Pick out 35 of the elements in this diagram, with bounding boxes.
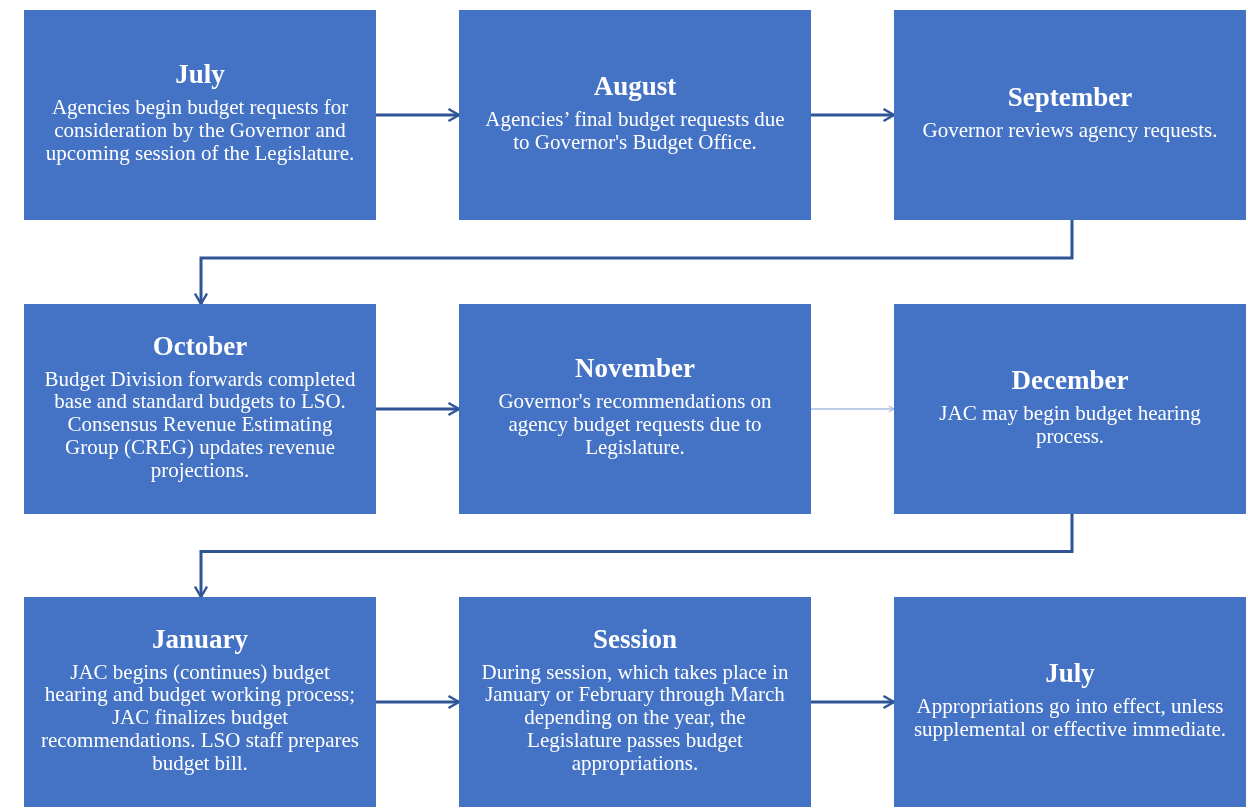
- step-description: During session, which takes place in January or February through March depending on the year, the Legislature passes budget appropriations.: [480, 660, 790, 775]
- month-heading: July: [1045, 657, 1095, 689]
- arrow: [811, 107, 896, 123]
- month-heading: December: [1011, 364, 1129, 396]
- month-heading: September: [1007, 82, 1133, 114]
- month-box: [24, 597, 376, 807]
- step-description: Governor reviews agency requests.: [922, 119, 1218, 142]
- month-heading: August: [593, 70, 677, 102]
- arrow: [193, 220, 1074, 306]
- step-description: Governor's recommendations on agency budget requests due to Legislature.: [497, 390, 773, 459]
- step-description: Appropriations go into effect, unless supplemental or effective immediate.: [912, 694, 1228, 741]
- month-box: [459, 304, 811, 514]
- arrow: [376, 107, 461, 123]
- arrow: [376, 694, 461, 710]
- month-box: [24, 304, 376, 514]
- arrow: [376, 401, 461, 417]
- month-box: [894, 304, 1246, 514]
- step-description: Agencies’ final budget requests due to Governor's Budget Office.: [484, 107, 786, 154]
- month-heading: October: [152, 330, 248, 362]
- step-description: JAC may begin budget hearing process.: [938, 401, 1202, 448]
- step-description: Agencies begin budget requests for consideration by the Governor and upcoming session of the Legislature.: [44, 96, 356, 165]
- month-heading: January: [152, 623, 248, 655]
- step-description: Budget Division forwards completed base and standard budgets to LSO. Consensus Revenue Estimating Group (CREG) updates revenue projections.: [43, 367, 357, 482]
- month-heading: November: [575, 353, 695, 385]
- month-box: [459, 597, 811, 807]
- month-heading: Session: [592, 623, 677, 655]
- month-box: [894, 597, 1246, 807]
- month-box: [24, 10, 376, 220]
- month-box: [459, 10, 811, 220]
- arrow: [193, 514, 1074, 599]
- arrow: [811, 694, 896, 710]
- arrow: [810, 405, 895, 413]
- step-description: JAC begins (continues) budget hearing and budget working process; JAC finalizes budget recommendations. LSO staff prepares budget bill.: [40, 660, 360, 775]
- month-heading: July: [175, 59, 225, 91]
- month-box: [894, 10, 1246, 220]
